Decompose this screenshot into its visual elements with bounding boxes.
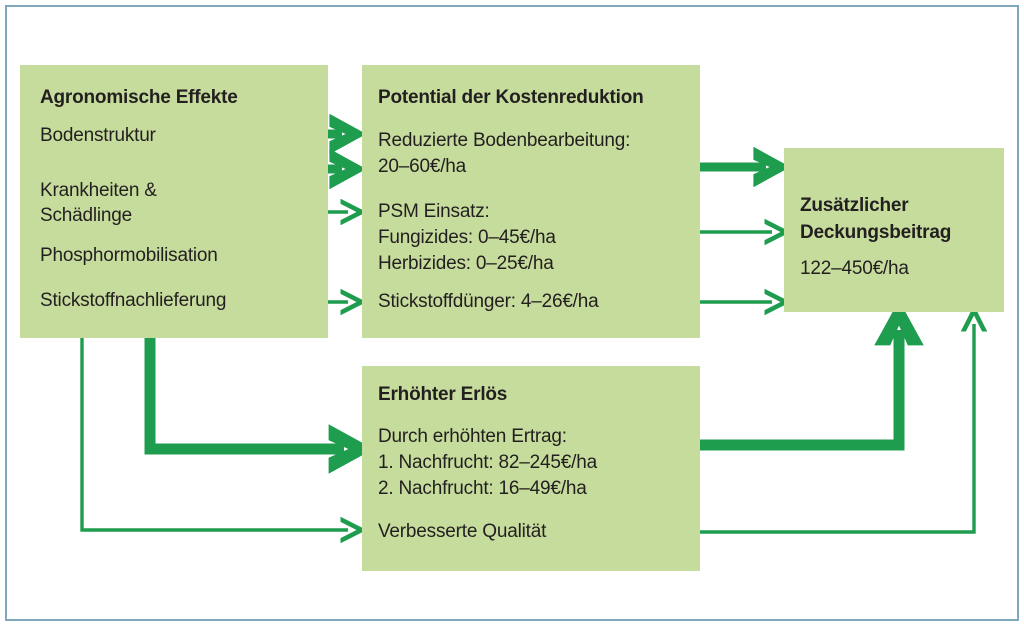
box-revenue-title: Erhöhter Erlös [378,384,508,405]
arrow-agronomic-to-qualitaet [80,336,367,544]
item-bodenstruktur: Bodenstruktur [40,125,156,146]
margin-value: 122–450€/ha [800,258,909,279]
box-cost-title: Potential der Kostenreduktion [378,87,644,108]
item-krankheiten-schaedlinge: Krankheiten & Schädlinge [40,180,157,226]
item-stickstoffduenger: Stickstoffdünger: 4–26€/ha [378,291,599,312]
box-increased-revenue: Erhöhter Erlös Durch erhöhten Ertrag: 1.… [362,366,700,571]
box-cost-reduction-potential: Potential der Kostenreduktion Reduzierte… [362,65,700,338]
item-verbesserte-qualitaet: Verbesserte Qualität [378,521,547,542]
box-agronomic-title: Agronomische Effekte [40,87,238,108]
arrow-agronomic-to-ertrag [144,336,374,474]
arrow-ertrag-to-deckungsbeitrag [698,300,924,451]
item-durch-erhoehten-ertrag: Durch erhöhten Ertrag: 1. Nachfrucht: 82… [378,426,597,499]
item-phosphormobilisation: Phosphormobilisation [40,245,218,266]
box-agronomic-effects: Agronomische Effekte Bodenstruktur Krank… [20,65,328,338]
box-additional-contribution-margin: Zusätzlicher Deckungsbeitrag 122–450€/ha [784,148,1004,312]
arrow-qualitaet-to-deckungsbeitrag [700,305,988,534]
item-psm-einsatz: PSM Einsatz: Fungizides: 0–45€/ha Herbiz… [378,201,556,274]
item-reduzierte-bodenbearbeitung: Reduzierte Bodenbearbeitung: 20–60€/ha [378,130,631,177]
box-margin-title: Zusätzlicher Deckungsbeitrag [800,195,952,243]
item-stickstoffnachlieferung: Stickstoffnachlieferung [40,290,227,311]
